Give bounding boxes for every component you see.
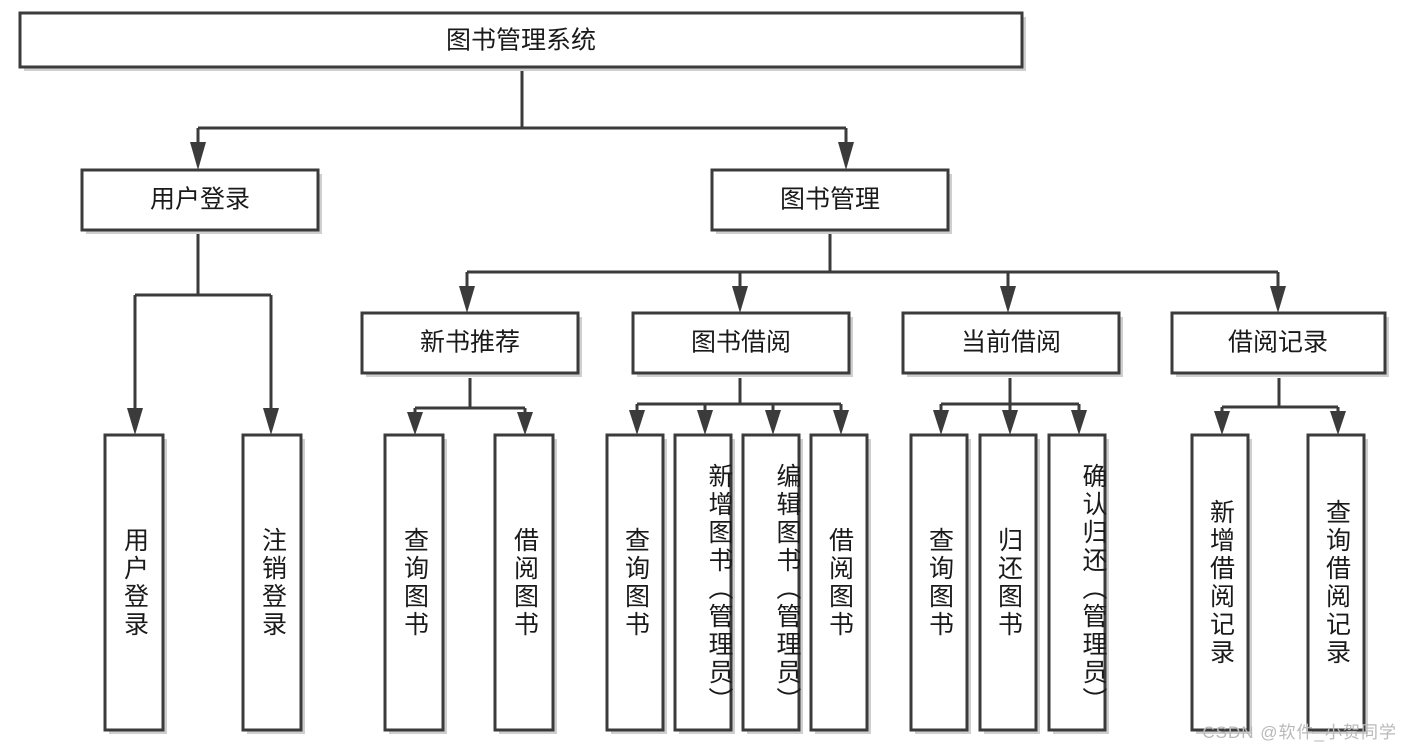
leaf-current-borrow-0[interactable] bbox=[909, 433, 971, 734]
leaf-borrow-record-1[interactable] bbox=[1306, 433, 1368, 734]
leaf-user-login-1[interactable] bbox=[241, 433, 305, 734]
node-root-system-label: 图书管理系统 bbox=[446, 27, 596, 55]
connector-newbook-to-leaves bbox=[407, 378, 533, 435]
node-new-book-recommend[interactable]: 新书推荐 bbox=[360, 311, 582, 377]
leaf-book-borrow-3[interactable] bbox=[809, 433, 871, 734]
connector-currentborrow-to-leaves bbox=[933, 378, 1087, 435]
leaf-book-borrow-0[interactable] bbox=[605, 433, 667, 734]
node-book-management[interactable]: 图书管理 bbox=[710, 168, 952, 234]
leaf-new-book-0[interactable] bbox=[383, 433, 447, 734]
node-new-book-recommend-label: 新书推荐 bbox=[420, 329, 520, 357]
leaf-borrow-record-0[interactable] bbox=[1190, 433, 1252, 734]
leaf-current-borrow-2[interactable] bbox=[1047, 433, 1109, 734]
connector-root-to-level2 bbox=[190, 70, 854, 170]
node-book-management-label: 图书管理 bbox=[780, 186, 880, 214]
node-book-borrow-label: 图书借阅 bbox=[691, 329, 791, 357]
node-borrow-record-label: 借阅记录 bbox=[1228, 329, 1328, 357]
connector-bookborrow-to-leaves bbox=[629, 378, 849, 435]
connector-bookmgmt-to-level3 bbox=[459, 233, 1286, 313]
connector-userlogin-to-leaves bbox=[127, 233, 279, 435]
leaf-user-login-0[interactable] bbox=[103, 433, 167, 734]
node-user-login[interactable]: 用户登录 bbox=[80, 168, 322, 234]
node-book-borrow[interactable]: 图书借阅 bbox=[631, 311, 853, 377]
node-borrow-record[interactable]: 借阅记录 bbox=[1170, 311, 1389, 377]
connector-borrowrecord-to-leaves bbox=[1214, 378, 1346, 435]
watermark-text: CSDN @软件_小贺同学 bbox=[1202, 723, 1397, 742]
node-current-borrow-label: 当前借阅 bbox=[961, 329, 1061, 357]
leaf-book-borrow-2[interactable] bbox=[741, 433, 803, 734]
leaf-new-book-1[interactable] bbox=[493, 433, 557, 734]
node-root-system[interactable]: 图书管理系统 bbox=[18, 11, 1026, 71]
leaf-book-borrow-1[interactable] bbox=[673, 433, 735, 734]
leaf-current-borrow-1[interactable] bbox=[978, 433, 1040, 734]
node-user-login-label: 用户登录 bbox=[150, 186, 250, 214]
node-current-borrow[interactable]: 当前借阅 bbox=[901, 311, 1123, 377]
